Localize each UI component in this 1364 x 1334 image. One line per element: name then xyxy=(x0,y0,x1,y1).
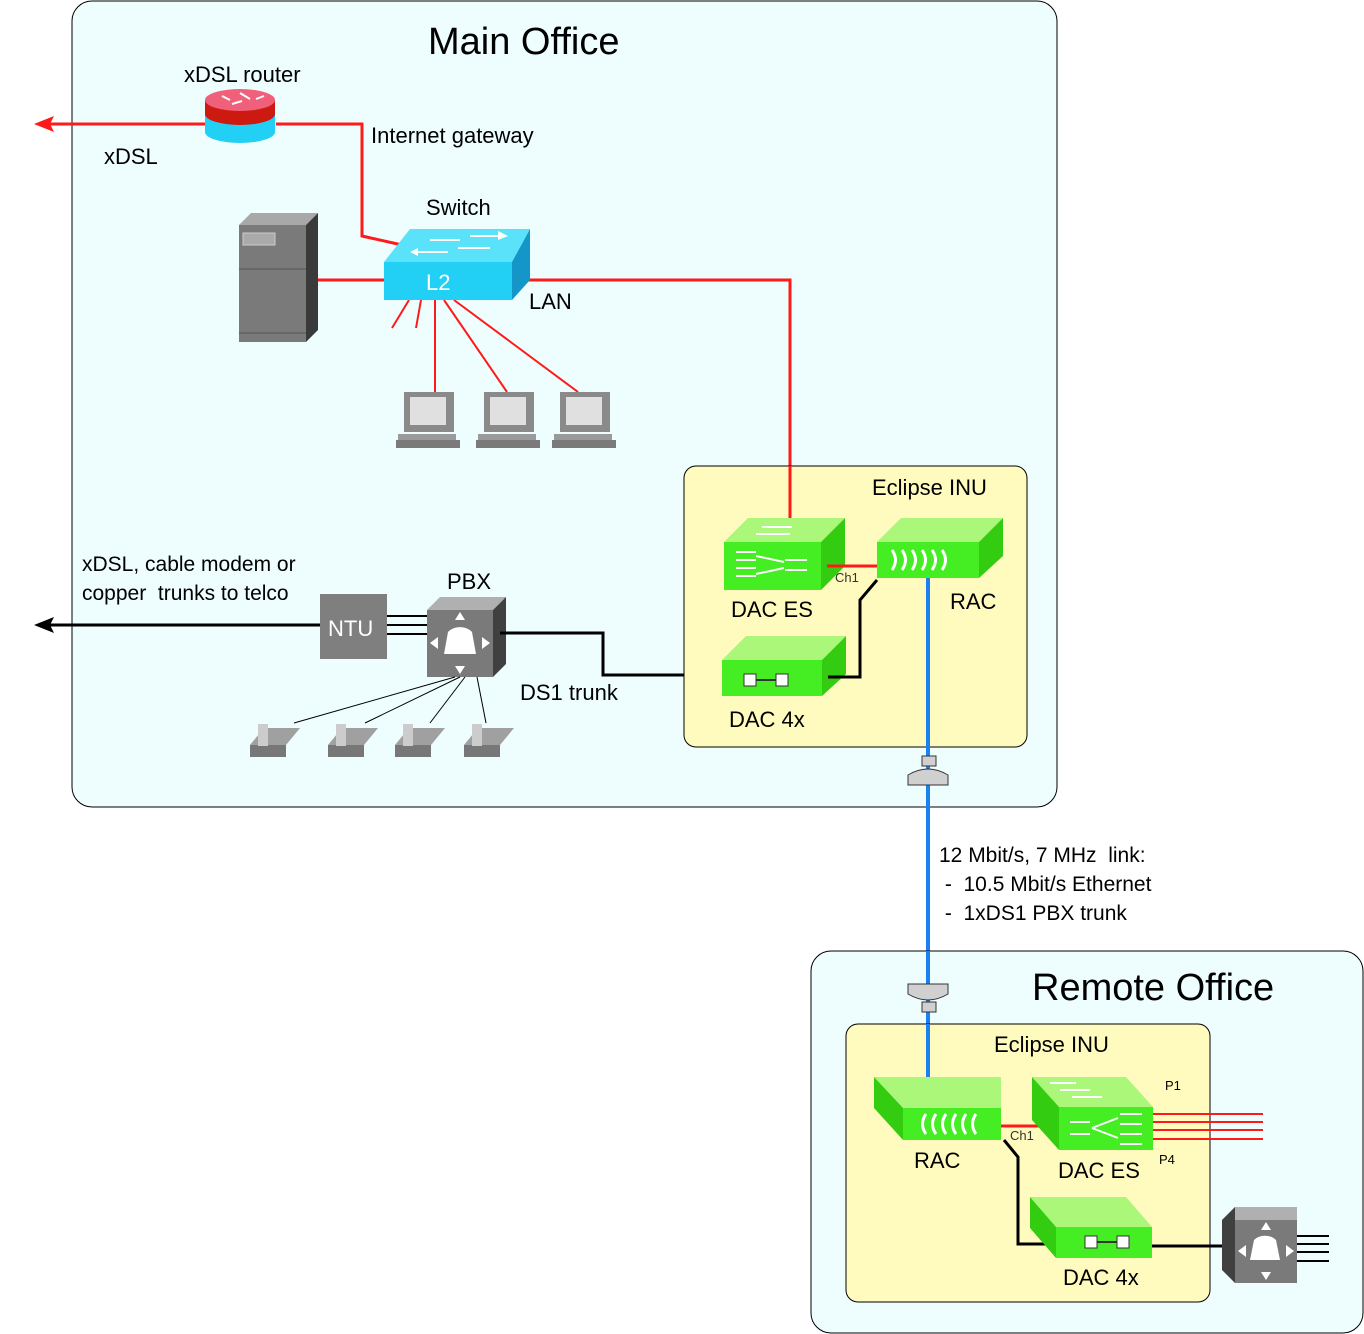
workstation-icon[interactable] xyxy=(396,392,460,448)
antenna-icon[interactable] xyxy=(907,755,949,786)
dac-4x-module-icon[interactable] xyxy=(722,636,846,696)
remote-office-title: Remote Office xyxy=(1032,967,1274,1009)
ds1-trunk-wire xyxy=(500,631,722,677)
link-desc-line2: - 10.5 Mbit/s Ethernet xyxy=(939,873,1152,896)
l2-switch-icon[interactable] xyxy=(384,229,530,300)
p4-label: P4 xyxy=(1159,1152,1175,1167)
xdsl-router-label: xDSL router xyxy=(184,62,301,87)
dac-es-module-icon[interactable] xyxy=(724,518,845,590)
link-desc-line3: - 1xDS1 PBX trunk xyxy=(939,902,1127,925)
remote-dac-es-module-icon[interactable] xyxy=(1032,1077,1153,1150)
antenna-icon[interactable] xyxy=(907,983,949,1013)
dac4x-rac-wire xyxy=(828,579,879,679)
remote-rac-label: RAC xyxy=(914,1148,961,1173)
telephone-icon[interactable] xyxy=(464,724,514,757)
xdsl-arrow-head xyxy=(34,116,54,132)
remote-rac-module-icon[interactable] xyxy=(874,1077,1001,1140)
remote-pbx-extension-wires xyxy=(1297,1235,1329,1262)
workstation-icon[interactable] xyxy=(476,392,540,448)
rac-module-icon[interactable] xyxy=(877,518,1003,578)
ds1-trunk-label: DS1 trunk xyxy=(520,680,619,705)
ntu-pbx-wires xyxy=(387,615,427,635)
remote-pbx-icon[interactable] xyxy=(1222,1207,1297,1283)
main-dac-es-label: DAC ES xyxy=(731,597,813,622)
internet-gateway-label: Internet gateway xyxy=(371,123,534,148)
remote-dac-4x-module-icon[interactable] xyxy=(1030,1197,1152,1258)
switch-badge: L2 xyxy=(426,270,450,295)
ethernet-wires xyxy=(44,122,792,520)
main-ch1-label: Ch1 xyxy=(835,570,859,585)
server-icon[interactable] xyxy=(239,213,318,342)
pbx-label: PBX xyxy=(447,569,491,594)
remote-ch1-label: Ch1 xyxy=(1010,1128,1034,1143)
telephone-icon[interactable] xyxy=(328,724,378,757)
link-desc-line1: 12 Mbit/s, 7 MHz link: xyxy=(939,844,1146,867)
remote-rac-dac4x-wire xyxy=(1002,1139,1048,1246)
main-rac-label: RAC xyxy=(950,589,997,614)
lan-wire xyxy=(512,278,792,520)
telco-label-line1: xDSL, cable modem or xyxy=(82,553,296,576)
pbx-icon[interactable] xyxy=(427,597,506,677)
telephone-icon[interactable] xyxy=(250,724,300,757)
gateway-wire xyxy=(276,122,403,247)
remote-dac-4x-label: DAC 4x xyxy=(1063,1265,1139,1290)
xdsl-router-icon[interactable] xyxy=(205,89,275,143)
ntu-icon[interactable] xyxy=(320,594,387,659)
main-office-title: Main Office xyxy=(428,21,619,63)
ethernet-port-wires xyxy=(1153,1113,1263,1140)
pc-drop-wires xyxy=(391,299,579,393)
workstation-icon[interactable] xyxy=(552,392,616,448)
remote-dac-es-label: DAC ES xyxy=(1058,1158,1140,1183)
ntu-label: NTU xyxy=(328,616,373,641)
main-dac-4x-label: DAC 4x xyxy=(729,707,805,732)
telco-arrow-head xyxy=(34,617,54,633)
main-inu-title: Eclipse INU xyxy=(872,475,987,500)
remote-eclipse-inu-region xyxy=(845,1023,1211,1303)
telephone-icon[interactable] xyxy=(395,724,445,757)
lan-label: LAN xyxy=(529,289,572,314)
phone-wires xyxy=(293,676,487,724)
xdsl-label: xDSL xyxy=(104,144,158,169)
switch-label: Switch xyxy=(426,195,491,220)
p1-label: P1 xyxy=(1165,1078,1181,1093)
telco-label-line2: copper trunks to telco xyxy=(82,582,289,605)
remote-inu-title: Eclipse INU xyxy=(994,1032,1109,1057)
